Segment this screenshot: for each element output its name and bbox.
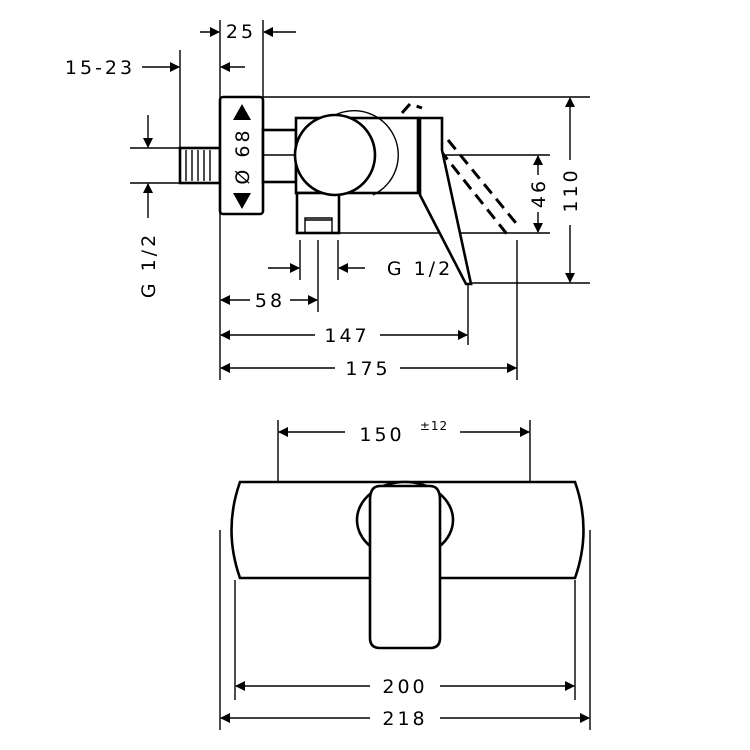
lever-open-position — [400, 102, 522, 239]
dim-outlet-thread: G 1/2 — [387, 258, 453, 280]
dim-wall-range: 15-23 — [65, 57, 135, 79]
dim-lever-tip: 147 — [324, 325, 369, 347]
front-view: 150 ±12 200 218 — [219, 419, 591, 730]
dim-total-height: 110 — [560, 167, 582, 212]
dim-escutcheon-diameter: Ø 68 — [232, 127, 254, 184]
side-view: Ø 68 25 15-23 G 1/2 G 1/2 58 147 — [65, 20, 590, 380]
dim-center-tolerance: ±12 — [420, 419, 448, 433]
dim-outlet-offset: 58 — [255, 290, 285, 312]
dim-outlet-height: 46 — [528, 178, 550, 208]
dim-body-width: 200 — [382, 676, 427, 698]
front-lever — [368, 484, 442, 650]
dim-center-distance: 150 — [359, 424, 404, 446]
lever — [418, 116, 473, 286]
connector-nut — [261, 128, 298, 184]
dim-total-width: 218 — [382, 708, 427, 730]
dim-escutcheon-depth: 25 — [226, 21, 256, 43]
dim-inlet-thread: G 1/2 — [138, 232, 160, 298]
cartridge-cap — [293, 113, 377, 197]
dim-total-depth: 175 — [345, 358, 390, 380]
